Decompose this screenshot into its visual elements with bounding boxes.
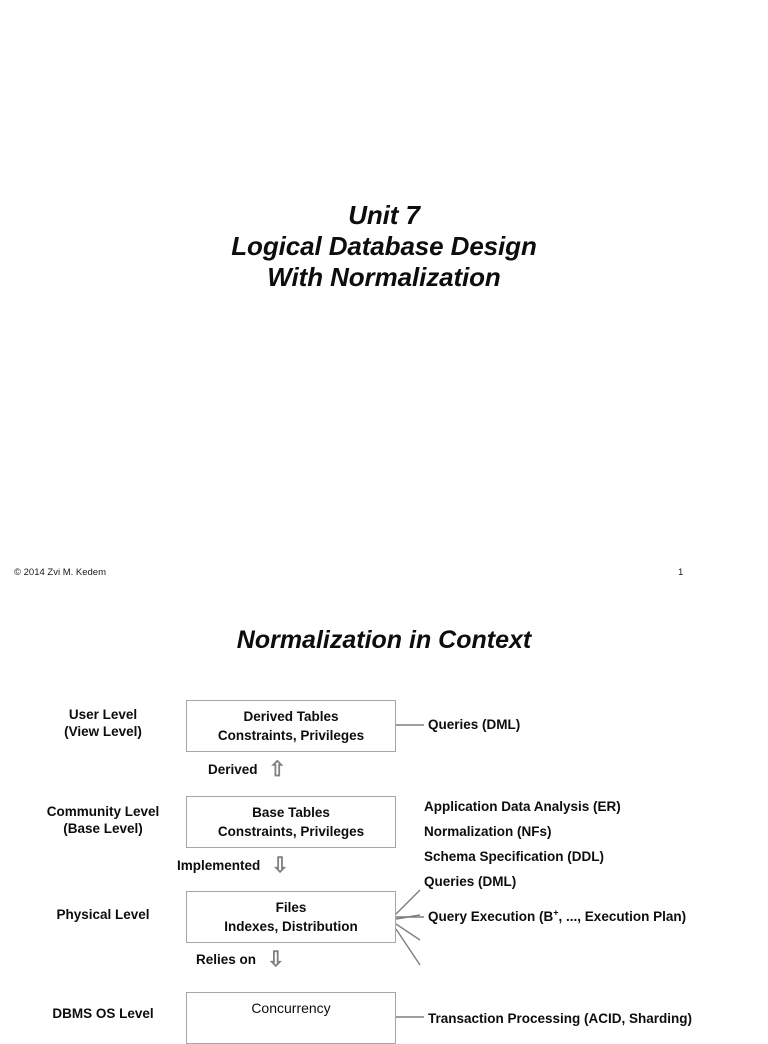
tier-label-user-level: User Level (View Level) <box>18 706 188 740</box>
slide-footer: © 2014 Zvi M. Kedem 1 <box>0 566 768 582</box>
arrow-down-icon-2: ⇩ <box>267 948 285 971</box>
box-base-tables-line-1: Base Tables <box>252 805 330 820</box>
annotation-application-data-analysis: Application Data Analysis (ER) <box>424 799 621 814</box>
slide-normalization-in-context: Normalization in Context User Level (Vie… <box>0 592 768 1044</box>
annotation-normalization: Normalization (NFs) <box>424 824 552 839</box>
arrow-down-icon: ⇩ <box>271 854 289 877</box>
relation-implemented-label: Implemented <box>177 858 261 873</box>
annotation-community-level-queries: Queries (DML) <box>424 874 517 889</box>
annotation-transaction-processing: Transaction Processing (ACID, Sharding) <box>428 1011 693 1026</box>
annotation-query-execution: Query Execution (B+, ..., Execution Plan… <box>428 908 686 925</box>
annotation-query-execution-prefix: Query Execution (B <box>428 909 554 924</box>
tier-label-user-level-sub: (View Level) <box>64 724 142 739</box>
slide-title-page: Unit 7 Logical Database Design With Norm… <box>0 200 768 582</box>
tier-label-community-level-name: Community Level <box>46 804 160 819</box>
box-concurrency[interactable]: Concurrency <box>186 992 396 1044</box>
connector-lines <box>395 724 424 1018</box>
box-concurrency-line-1: Concurrency <box>251 1000 331 1016</box>
box-derived-tables-line-1: Derived Tables <box>243 709 339 724</box>
box-files-line-2: Indexes, Distribution <box>224 919 358 934</box>
relation-derived: Derived ⇧ <box>208 758 287 781</box>
tier-label-community-level: Community Level (Base Level) <box>18 803 188 837</box>
deck-title-line-3: With Normalization <box>267 262 501 292</box>
arrow-up-icon: ⇧ <box>268 758 287 781</box>
annotation-query-execution-suffix: , ..., Execution Plan) <box>558 909 687 924</box>
relation-relies-on-label: Relies on <box>196 952 257 967</box>
tier-label-dbms-os-level-name: DBMS OS Level <box>52 1006 154 1021</box>
copyright-notice: © 2014 Zvi M. Kedem <box>14 567 107 578</box>
tier-label-community-level-sub: (Base Level) <box>63 821 143 836</box>
annotation-schema-specification: Schema Specification (DDL) <box>424 849 605 864</box>
relation-relies-on: Relies on ⇩ <box>196 948 285 971</box>
box-derived-tables[interactable]: Derived Tables Constraints, Privileges <box>186 700 396 752</box>
annotation-user-level-queries: Queries (DML) <box>428 717 521 732</box>
deck-title-line-2: Logical Database Design <box>231 231 537 261</box>
box-derived-tables-line-2: Constraints, Privileges <box>217 728 365 743</box>
tier-label-dbms-os-level: DBMS OS Level <box>18 1005 188 1022</box>
relation-derived-label: Derived <box>208 762 258 777</box>
box-files-line-1: Files <box>275 900 307 915</box>
tier-label-user-level-name: User Level <box>68 707 138 722</box>
deck-title-line-1: Unit 7 <box>348 200 420 230</box>
tier-label-physical-level: Physical Level <box>18 906 188 923</box>
architecture-levels-diagram: User Level (View Level) Derived Tables C… <box>0 692 768 1044</box>
page-title: Normalization in Context <box>236 626 532 654</box>
deck-title: Unit 7 Logical Database Design With Norm… <box>0 200 768 293</box>
box-base-tables-line-2: Constraints, Privileges <box>217 824 365 839</box>
page-number: 1 <box>678 567 684 578</box>
box-files[interactable]: Files Indexes, Distribution <box>186 891 396 943</box>
annotation-query-execution-superscript: + <box>553 907 559 918</box>
box-base-tables[interactable]: Base Tables Constraints, Privileges <box>186 796 396 848</box>
tier-label-physical-level-name: Physical Level <box>56 907 150 922</box>
relation-implemented: Implemented ⇩ <box>177 854 289 877</box>
